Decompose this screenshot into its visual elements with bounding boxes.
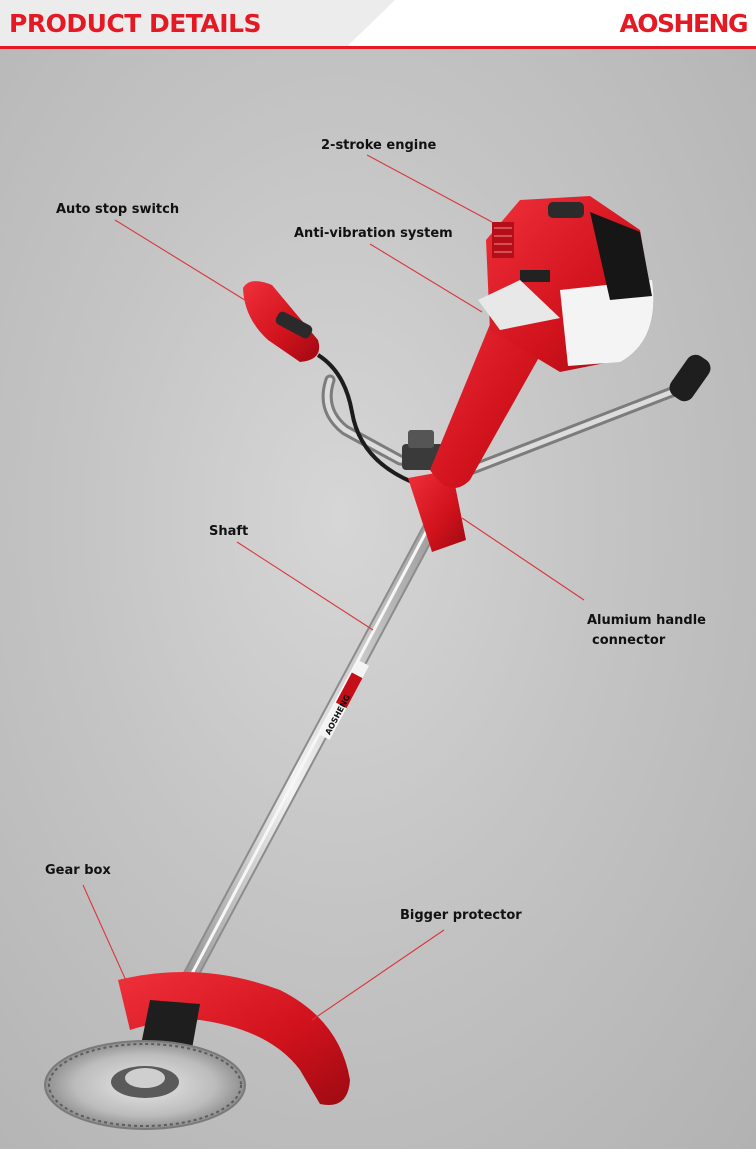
callout-auto-stop-switch: Auto stop switch bbox=[56, 202, 180, 217]
engine bbox=[430, 196, 654, 488]
callout-shaft: Shaft bbox=[209, 524, 249, 539]
shaft-label: AOSHENG bbox=[318, 660, 370, 740]
shaft: AOSHENG bbox=[164, 502, 448, 1018]
header-divider bbox=[0, 46, 756, 49]
leader-protector bbox=[311, 929, 445, 1021]
leader-handle-connector bbox=[461, 517, 585, 601]
callout-engine: 2-stroke engine bbox=[321, 138, 437, 153]
right-grip bbox=[669, 354, 711, 402]
throttle-handle bbox=[243, 281, 320, 362]
header-tab bbox=[0, 0, 395, 46]
callout-handle-connector-line2: connector bbox=[592, 633, 666, 648]
callout-handle-connector-line1: Alumium handle bbox=[587, 613, 706, 628]
brand-logo: AOSHENG bbox=[619, 9, 748, 38]
leader-engine bbox=[366, 154, 493, 223]
page-title: PRODUCT DETAILS bbox=[9, 9, 262, 38]
leader-anti-vibration bbox=[369, 243, 483, 313]
leader-shaft bbox=[236, 541, 374, 631]
callout-gear-box: Gear box bbox=[45, 863, 111, 878]
leader-gear-box bbox=[82, 884, 129, 986]
callout-anti-vibration: Anti-vibration system bbox=[294, 226, 453, 241]
handlebar bbox=[316, 353, 696, 484]
cutting-blade bbox=[44, 1040, 246, 1130]
callout-protector: Bigger protector bbox=[400, 908, 522, 923]
leader-auto-stop bbox=[114, 219, 249, 303]
leader-lines bbox=[82, 154, 585, 1021]
